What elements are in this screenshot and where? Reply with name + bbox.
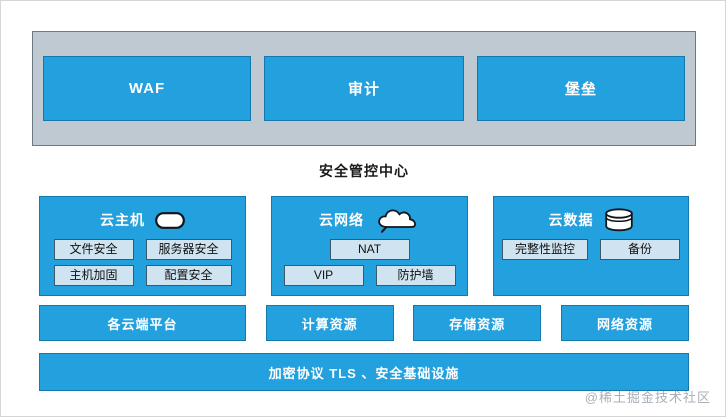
chip-line: 主机加固 配置安全 [53,265,232,286]
cloud-icon [374,205,420,235]
security-control-band: WAF 审计 堡垒 [32,31,696,146]
chip-host-hardening[interactable]: 主机加固 [53,265,134,286]
chip-line: 完整性监控 备份 [502,239,680,260]
domain-panel-cloud-data: 云数据 完整性监控 备份 [493,196,689,296]
domain-panel-row: 云主机 文件安全 服务器安全 主机加固 配置安全 [39,196,689,296]
chip-line: NAT [329,239,410,260]
resource-label: 计算资源 [301,316,358,332]
chip-line: VIP 防护墙 [283,265,456,286]
foundation-label: 加密协议 TLS 、安全基础设施 [268,365,460,381]
database-icon [604,207,634,233]
resource-box-network[interactable]: 网络资源 [560,305,689,341]
panel-title: 云网络 [319,212,364,228]
chip-firewall[interactable]: 防护墙 [375,265,456,286]
resource-row: 各云端平台 计算资源 存储资源 网络资源 [39,305,689,341]
resource-label: 网络资源 [596,316,653,332]
domain-panel-cloud-network: 云网络 NAT VIP 防护墙 [271,196,468,296]
top-card-waf[interactable]: WAF [43,56,251,121]
top-card-label: WAF [128,80,166,97]
panel-chip-rows: NAT VIP 防护墙 [282,239,457,286]
top-card-label: 审计 [347,81,380,98]
top-card-bastion[interactable]: 堡垒 [477,56,685,121]
server-host-icon [155,211,185,229]
panel-header: 云主机 [50,205,235,235]
domain-panel-cloud-host: 云主机 文件安全 服务器安全 主机加固 配置安全 [39,196,246,296]
panel-header: 云网络 [282,205,457,235]
resource-label: 各云端平台 [107,316,178,332]
chip-config-security[interactable]: 配置安全 [145,265,232,286]
resource-box-compute[interactable]: 计算资源 [265,305,394,341]
top-card-audit[interactable]: 审计 [264,56,464,121]
chip-vip[interactable]: VIP [283,265,364,286]
chip-nat[interactable]: NAT [329,239,410,260]
panel-title: 云主机 [100,212,145,228]
panel-chip-rows: 完整性监控 备份 [502,239,680,260]
top-card-label: 堡垒 [564,81,597,98]
resource-label: 存储资源 [449,316,506,332]
chip-file-security[interactable]: 文件安全 [53,239,134,260]
chip-line: 文件安全 服务器安全 [53,239,232,260]
diagram-center-caption: 安全管控中心 [319,163,409,179]
panel-title: 云数据 [548,212,594,228]
panel-header: 云数据 [504,205,678,235]
chip-server-security[interactable]: 服务器安全 [145,239,232,260]
chip-backup[interactable]: 备份 [600,239,680,260]
foundation-bar[interactable]: 加密协议 TLS 、安全基础设施 [39,353,689,391]
chip-integrity-monitoring[interactable]: 完整性监控 [502,239,588,260]
resource-box-storage[interactable]: 存储资源 [413,305,542,341]
resource-box-cloud-platforms[interactable]: 各云端平台 [39,305,246,341]
panel-chip-rows: 文件安全 服务器安全 主机加固 配置安全 [50,239,235,286]
